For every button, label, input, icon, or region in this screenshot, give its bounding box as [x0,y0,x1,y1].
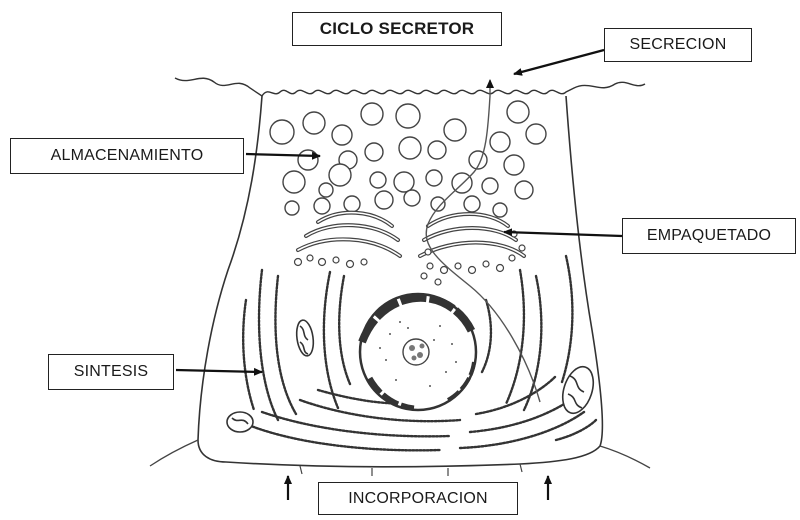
label-sintesis: SINTESIS [48,354,174,390]
secretory-granules [270,101,546,217]
basal-edge-right [600,446,650,468]
label-empaquetado: EMPAQUETADO [622,218,796,254]
empaquetado-arrow [504,232,622,236]
nucleus [360,294,476,410]
basal-edge-left [150,440,198,466]
sintesis-arrow [176,370,262,372]
golgi-apparatus [298,213,524,256]
label-secrecion: SECRECION [604,28,752,62]
diagram-title: CICLO SECRETOR [292,12,502,46]
golgi-apparatus-inner [298,213,524,256]
label-almacenamiento: ALMACENAMIENTO [10,138,244,174]
label-incorporacion: INCORPORACION [318,482,518,515]
secrecion-arrow [514,50,604,74]
apical-membrane [175,78,645,96]
